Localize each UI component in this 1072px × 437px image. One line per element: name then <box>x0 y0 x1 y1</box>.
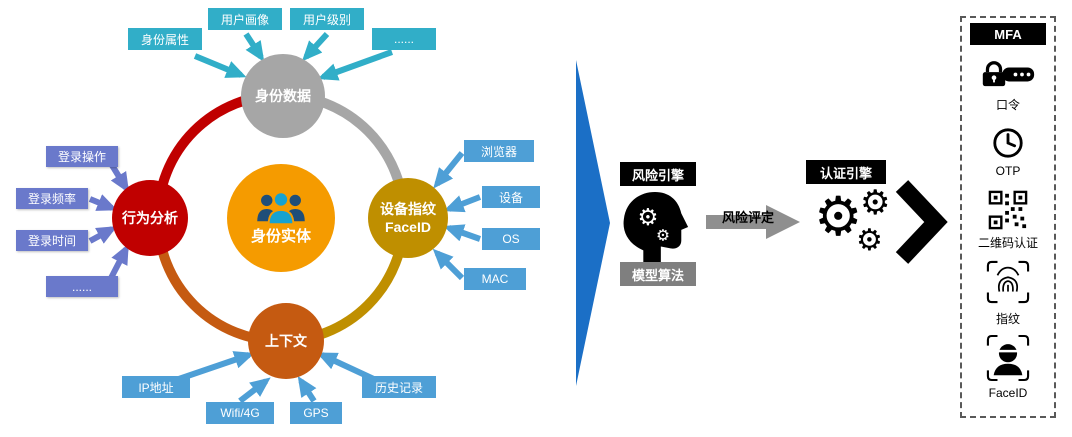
users-icon <box>257 191 305 226</box>
node-identity-data: 身份数据 <box>241 54 325 138</box>
node-behavior-analysis: 行为分析 <box>112 180 188 256</box>
tag-browser: 浏览器 <box>464 140 534 162</box>
risk-engine-label: 风险引擎 <box>620 162 696 186</box>
tag-mac: MAC <box>464 268 526 290</box>
tag-device: 设备 <box>482 186 540 208</box>
risk-assessment-label: 风险评定 <box>721 210 774 225</box>
model-algorithm-label: 模型算法 <box>620 262 696 286</box>
node-identity-entity-label: 身份实体 <box>250 228 311 246</box>
big-funnel-arrow <box>576 60 610 386</box>
svg-text:⚙: ⚙ <box>656 227 670 245</box>
tag-user-level: 用户级别 <box>290 8 364 30</box>
mfa-item-qrcode-label: 二维码认证 <box>977 236 1038 250</box>
tag-gps: GPS <box>290 402 342 424</box>
otp-clock-icon <box>993 128 1023 158</box>
tag-login-time: 登录时间 <box>16 230 88 251</box>
risk-assessment-arrow <box>706 205 800 239</box>
chevron-right-icon <box>895 180 948 264</box>
node-faceid-label: FaceID <box>385 219 431 235</box>
node-context: 上下文 <box>248 303 324 379</box>
gears-icon: ⚙ ⚙ ⚙ <box>800 184 904 262</box>
top-arrows <box>193 31 394 81</box>
tag-login-frequency: 登录频率 <box>16 188 88 209</box>
tag-behavior-more: ...... <box>46 276 118 297</box>
svg-text:⚙: ⚙ <box>637 203 658 231</box>
qrcode-icon <box>988 190 1028 230</box>
tag-login-operation: 登录操作 <box>46 146 118 167</box>
password-lock-icon <box>982 61 1035 87</box>
tag-ip-address: IP地址 <box>122 376 190 398</box>
node-behavior-analysis-label: 行为分析 <box>122 209 178 226</box>
tag-user-profile: 用户画像 <box>208 8 282 30</box>
mfa-panel: MFA 口令 OTP <box>960 16 1056 418</box>
fingerprint-icon <box>986 260 1030 304</box>
tag-history: 历史记录 <box>362 376 436 398</box>
mfa-item-faceid-label: FaceID <box>988 386 1028 400</box>
left-arrows <box>88 160 130 282</box>
mfa-item-password-label: 口令 <box>995 98 1020 112</box>
tag-identity-attribute: 身份属性 <box>128 28 202 50</box>
node-context-label: 上下文 <box>265 332 307 349</box>
node-identity-data-label: 身份数据 <box>255 87 311 104</box>
node-device-fingerprint-label: 设备指纹 <box>380 200 436 217</box>
mfa-title: MFA <box>970 23 1046 45</box>
mfa-item-fingerprint-label: 指纹 <box>995 312 1020 326</box>
tag-wifi-4g: Wifi/4G <box>206 402 274 424</box>
mfa-item-otp-label: OTP <box>995 164 1021 178</box>
node-device-fingerprint: 设备指纹 FaceID <box>368 178 448 258</box>
faceid-icon <box>986 334 1030 382</box>
auth-engine-label: 认证引擎 <box>806 160 886 184</box>
gear-small-icon: ⚙ <box>860 183 891 223</box>
gear-large-icon: ⚙ <box>814 185 863 248</box>
node-identity-entity: 身份实体 <box>227 164 335 272</box>
head-with-gears-icon: ⚙ ⚙ <box>623 191 689 266</box>
right-arrows <box>432 151 482 281</box>
tag-identity-more: ...... <box>372 28 436 50</box>
tag-os: OS <box>482 228 540 250</box>
gear-medium-icon: ⚙ <box>856 223 883 258</box>
